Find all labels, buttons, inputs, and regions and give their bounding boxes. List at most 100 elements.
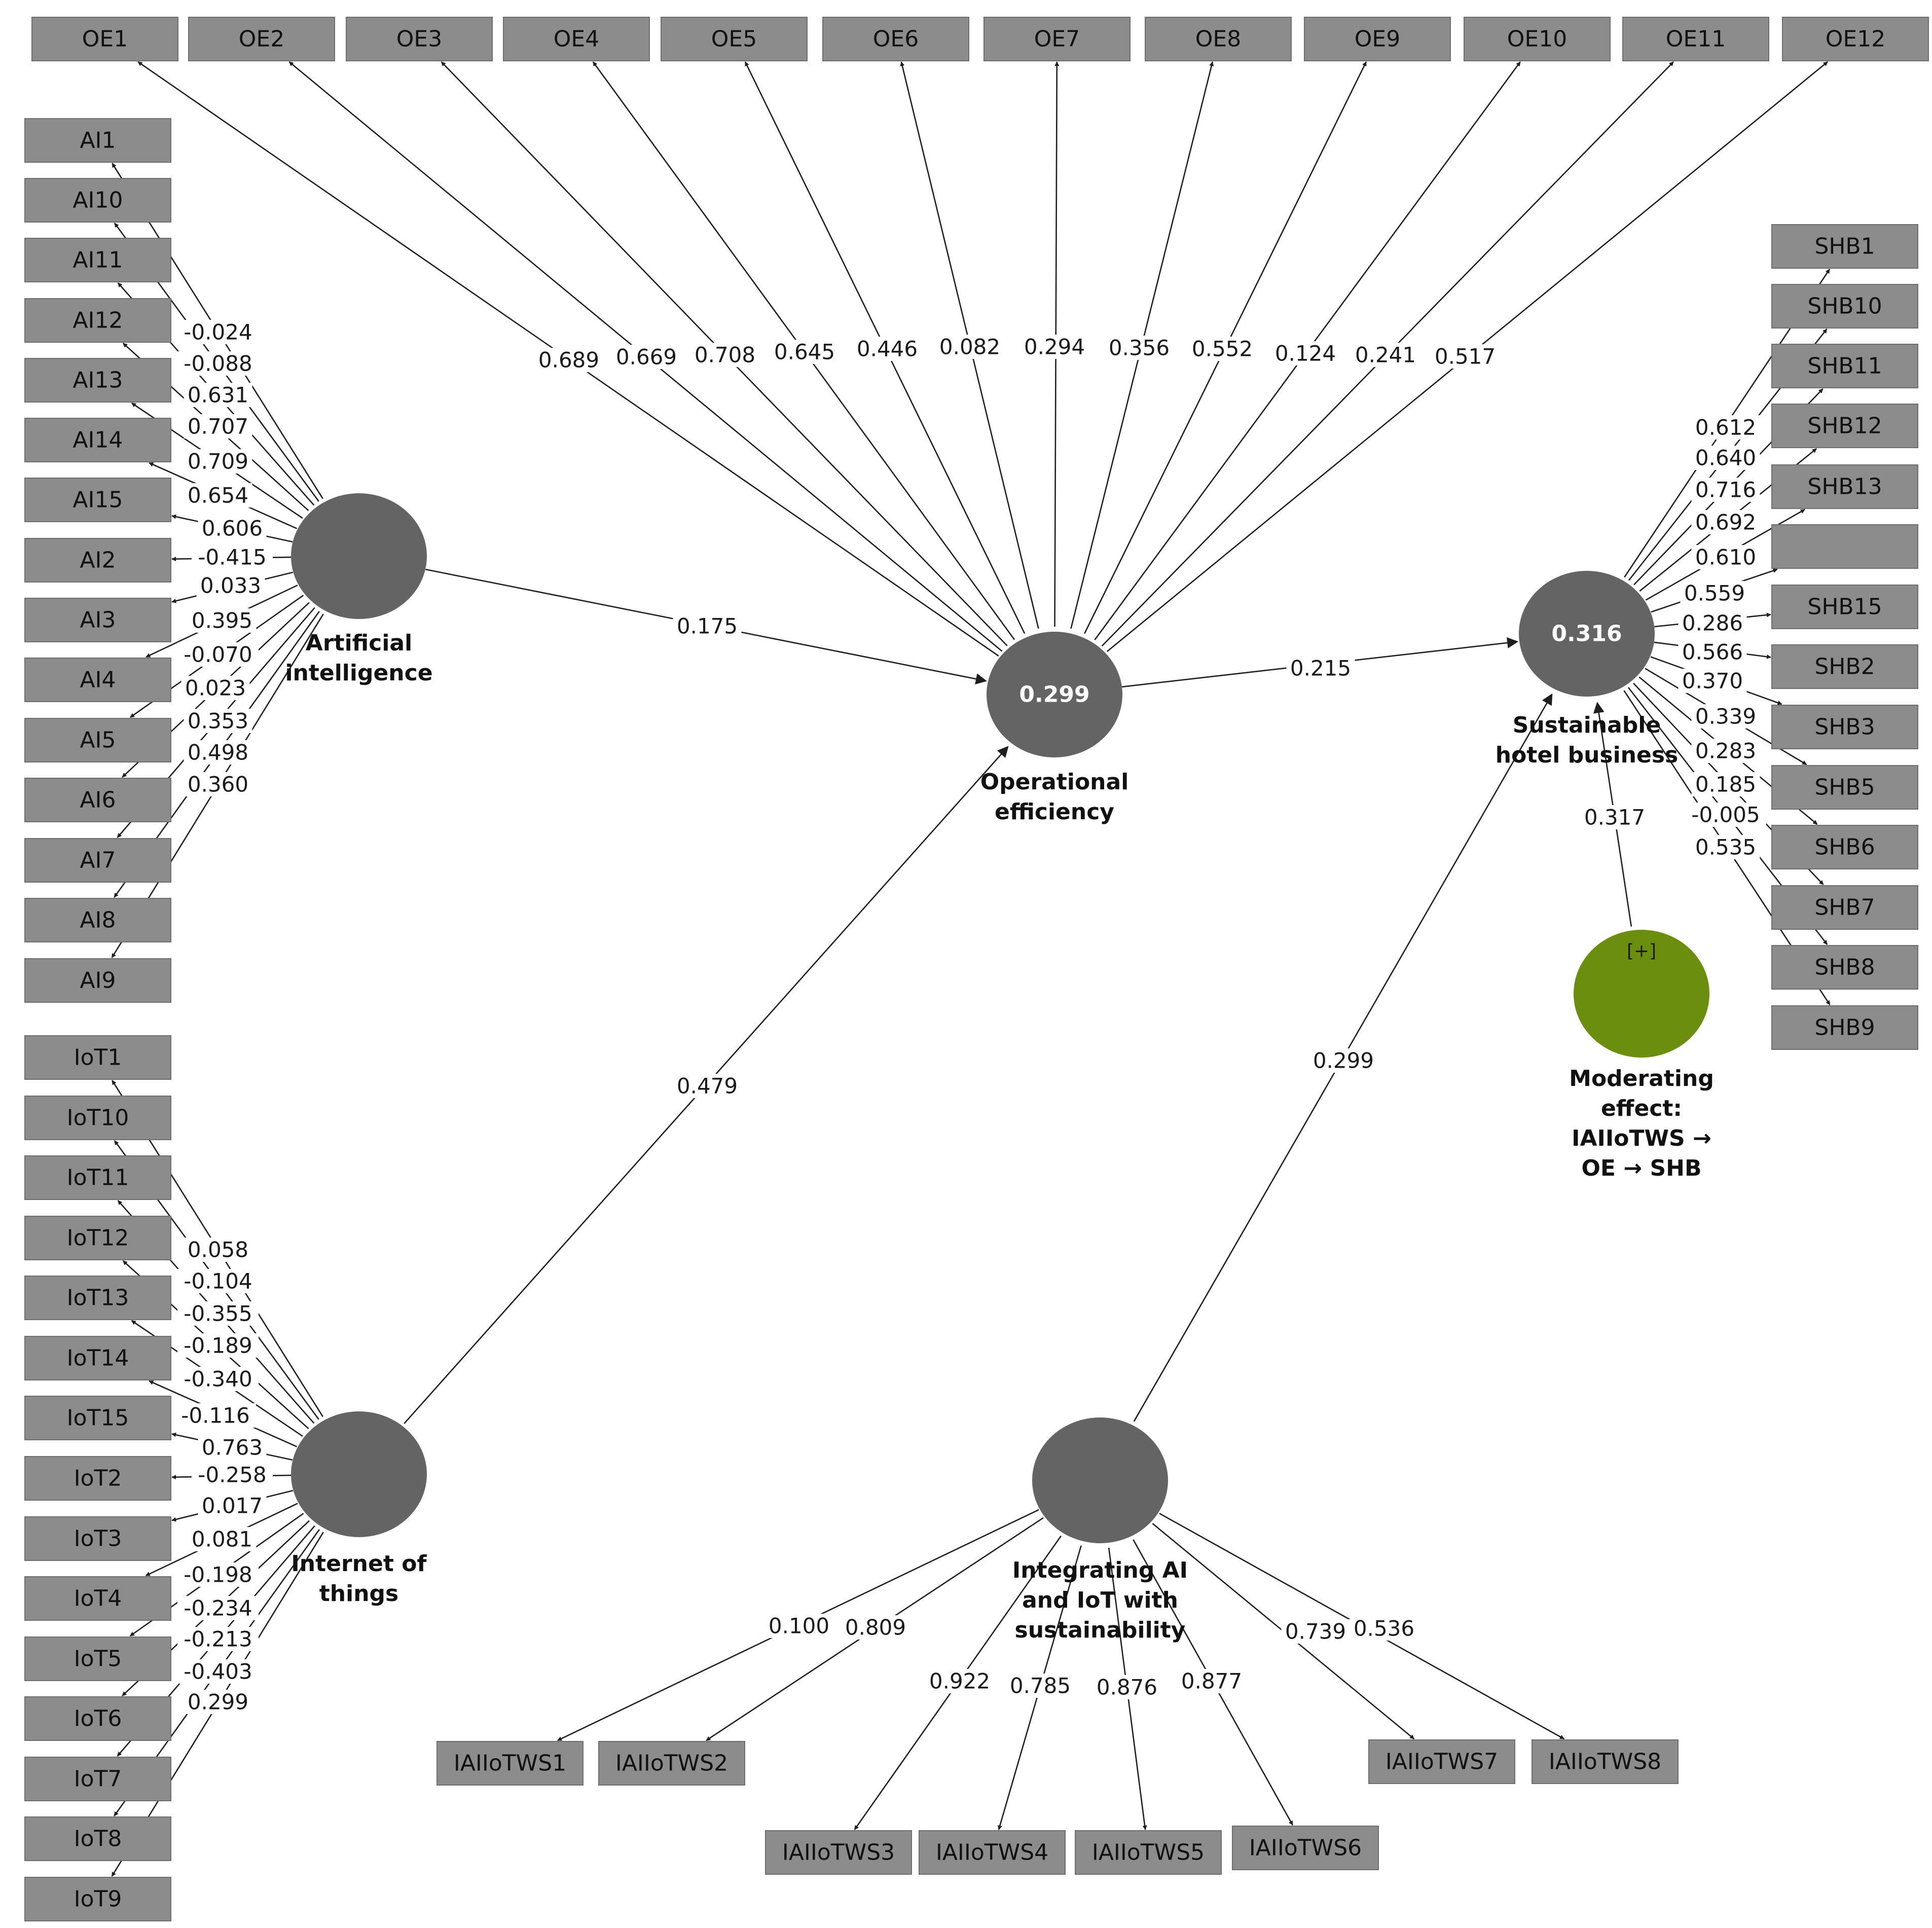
indicator-shb11[interactable]: SHB11 [1771,344,1918,388]
indicator-iot7[interactable]: IoT7 [24,1757,171,1801]
indicator-label: SHB2 [1814,654,1875,680]
indicator-ai8[interactable]: AI8 [24,898,171,942]
loading-label-shb2: 0.566 [1678,640,1747,665]
path-coefficient-iot-oe-value: 0.479 [677,1074,738,1099]
indicator-shb1[interactable]: SHB1 [1771,224,1918,269]
indicator-iaiiotws3[interactable]: IAIIoTWS3 [765,1830,912,1875]
indicator-oe3[interactable]: OE3 [346,17,493,61]
indicator-oe4[interactable]: OE4 [503,17,650,61]
indicator-ai4[interactable]: AI4 [24,658,171,702]
indicator-oe8[interactable]: OE8 [1145,17,1292,61]
construct-label: Artificial [306,630,412,656]
indicator-shb6[interactable]: SHB6 [1771,825,1918,869]
indicator-shb12[interactable]: SHB12 [1771,404,1918,448]
indicator-label: IoT2 [74,1466,122,1492]
indicator-iot6[interactable]: IoT6 [24,1696,171,1741]
indicator-iot5[interactable]: IoT5 [24,1636,171,1681]
indicator-iaiiotws2[interactable]: IAIIoTWS2 [598,1741,745,1786]
indicator-iot11[interactable]: IoT11 [24,1155,171,1200]
indicator-shb5[interactable]: SHB5 [1771,765,1918,810]
loading-label-oe7: 0.294 [1020,335,1089,359]
loading-label-shb10-value: 0.640 [1695,446,1756,470]
indicator-iot12[interactable]: IoT12 [24,1216,171,1260]
indicator-ai5[interactable]: AI5 [24,718,171,762]
indicator-ai12[interactable]: AI12 [24,298,171,343]
loading-label-iot13: -0.340 [177,1367,259,1392]
indicator-shb-6[interactable] [1771,524,1918,569]
indicator-shb13[interactable]: SHB13 [1771,464,1918,509]
indicator-iot13[interactable]: IoT13 [24,1276,171,1320]
construct-ai[interactable]: Artificial intelligence [285,493,433,686]
indicator-label: AI4 [80,667,116,693]
indicator-oe2[interactable]: OE2 [188,17,335,61]
indicator-oe5[interactable]: OE5 [661,17,808,61]
indicator-iot8[interactable]: IoT8 [24,1816,171,1861]
indicator-oe6[interactable]: OE6 [822,17,969,61]
indicator-label: IAIIoTWS2 [615,1751,728,1776]
construct-label: Moderating [1569,1066,1714,1092]
indicator-oe1[interactable]: OE1 [31,17,178,61]
loading-label-iaiiotws3-value: 0.922 [929,1669,990,1694]
indicator-iaiiotws6[interactable]: IAIIoTWS6 [1232,1826,1379,1870]
indicator-oe10[interactable]: OE10 [1464,17,1611,61]
indicator-iot14[interactable]: IoT14 [24,1336,171,1380]
loading-label-oe9-value: 0.552 [1192,337,1253,361]
indicator-label: IoT3 [74,1526,122,1552]
indicator-ai13[interactable]: AI13 [24,358,171,403]
indicator-iaiiotws8[interactable]: IAIIoTWS8 [1532,1739,1679,1784]
indicator-label: OE5 [711,26,757,52]
indicator-ai14[interactable]: AI14 [24,418,171,462]
indicator-ai7[interactable]: AI7 [24,838,171,883]
construct-label: Integrating AI [1012,1557,1188,1583]
indicator-iot1[interactable]: IoT1 [24,1035,171,1080]
indicator-iaiiotws7[interactable]: IAIIoTWS7 [1368,1739,1515,1784]
expand-icon[interactable]: [+] [1627,941,1656,962]
indicator-label: AI3 [80,607,116,633]
indicator-shb3[interactable]: SHB3 [1771,705,1918,749]
indicator-shb7[interactable]: SHB7 [1771,885,1918,930]
indicator-label: OE1 [82,26,128,52]
indicator-oe12[interactable]: OE12 [1782,17,1929,61]
indicator-shb10[interactable]: SHB10 [1771,284,1918,329]
indicator-iot3[interactable]: IoT3 [24,1516,171,1561]
indicator-ai10[interactable]: AI10 [24,178,171,223]
indicator-ai2[interactable]: AI2 [24,538,171,583]
indicator-oe7[interactable]: OE7 [983,17,1131,61]
indicator-label: AI12 [72,308,123,334]
indicator-ai1[interactable]: AI1 [24,118,171,163]
indicator-iot2[interactable]: IoT2 [24,1456,171,1501]
indicator-iot15[interactable]: IoT15 [24,1396,171,1440]
loading-label-shb11: 0.716 [1691,478,1760,502]
indicator-oe11[interactable]: OE11 [1622,17,1769,61]
loading-label-iot7-value: -0.213 [184,1627,252,1652]
indicator-oe9[interactable]: OE9 [1304,17,1451,61]
indicator-iot9[interactable]: IoT9 [24,1877,171,1921]
indicator-iaiiotws1[interactable]: IAIIoTWS1 [436,1741,584,1786]
indicator-ai15[interactable]: AI15 [24,478,171,522]
path-coefficient-iot-oe: 0.479 [673,1074,742,1099]
loading-label-iaiiotws7-value: 0.739 [1285,1619,1346,1644]
indicator-ai3[interactable]: AI3 [24,598,171,642]
indicator-iaiiotws4[interactable]: IAIIoTWS4 [919,1830,1066,1875]
loading-label-ai2: -0.415 [192,545,273,570]
indicator-shb2[interactable]: SHB2 [1771,644,1918,689]
indicator-iot4[interactable]: IoT4 [24,1576,171,1621]
indicator-label: IAIIoTWS7 [1386,1749,1498,1775]
indicator-shb15[interactable]: SHB15 [1771,585,1918,629]
indicator-ai9[interactable]: AI9 [24,958,171,1003]
indicator-shb8[interactable]: SHB8 [1771,945,1918,990]
construct-label: intelligence [285,660,432,686]
indicator-iot10[interactable]: IoT10 [24,1096,171,1140]
indicator-ai6[interactable]: AI6 [24,778,171,822]
indicator-iaiiotws5[interactable]: IAIIoTWS5 [1075,1830,1222,1875]
indicator-ai11[interactable]: AI11 [24,238,171,282]
loading-label-shb6: 0.283 [1691,739,1760,763]
indicator-shb9[interactable]: SHB9 [1771,1005,1918,1050]
loading-label-ai14: 0.654 [184,483,252,508]
